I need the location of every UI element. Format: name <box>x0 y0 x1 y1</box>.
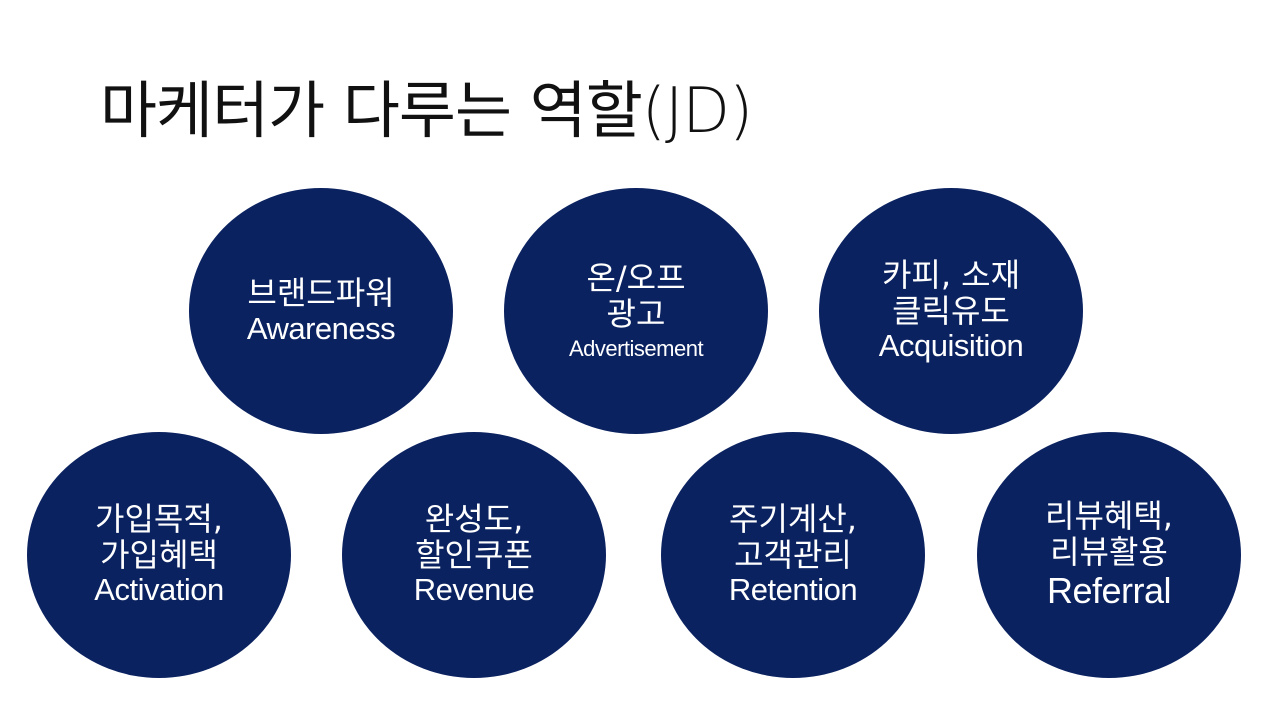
circle-label-ko: 가입목적, <box>95 499 223 538</box>
circle-label-en: Referral <box>1046 569 1172 611</box>
circle-label-ko: 고객관리 <box>734 535 852 574</box>
circle-activation: 가입목적, 가입혜택 Activation <box>27 432 291 678</box>
circle-label-en: Retention <box>728 572 858 608</box>
circle-label-en: Acquisition <box>878 328 1024 364</box>
circle-label-ko: 할인쿠폰 <box>415 535 533 574</box>
circle-label-en: Revenue <box>413 572 535 608</box>
circle-label-ko: 완성도, <box>424 499 524 538</box>
circle-label-ko: 광고 <box>606 294 666 333</box>
slide-title: 마케터가 다루는 역할(JD) <box>100 74 753 147</box>
circle-revenue: 완성도, 할인쿠폰 Revenue <box>342 432 606 678</box>
circle-label-ko: 카피, 소재 <box>881 255 1021 294</box>
circle-label-ko: 클릭유도 <box>892 291 1010 330</box>
circle-label-ko: 브랜드파워 <box>247 273 395 312</box>
circle-label-ko: 주기계산, <box>729 499 857 538</box>
circle-label-ko: 가입혜택 <box>100 535 218 574</box>
circle-awareness: 브랜드파워 Awareness <box>189 188 453 434</box>
circle-acquisition: 카피, 소재 클릭유도 Acquisition <box>819 188 1083 434</box>
circle-retention: 주기계산, 고객관리 Retention <box>661 432 925 678</box>
circle-label-ko: 리뷰활용 <box>1050 532 1168 571</box>
circle-label-en: Advertisement <box>568 335 704 361</box>
circle-label-en: Activation <box>94 572 224 608</box>
circle-referral: 리뷰혜택, 리뷰활용 Referral <box>977 432 1241 678</box>
circle-label-ko: 리뷰혜택, <box>1045 497 1173 536</box>
circle-label-en: Awareness <box>246 310 396 346</box>
circle-label-ko: 온/오프 <box>586 258 686 297</box>
circle-advertisement: 온/오프 광고 Advertisement <box>504 188 768 434</box>
